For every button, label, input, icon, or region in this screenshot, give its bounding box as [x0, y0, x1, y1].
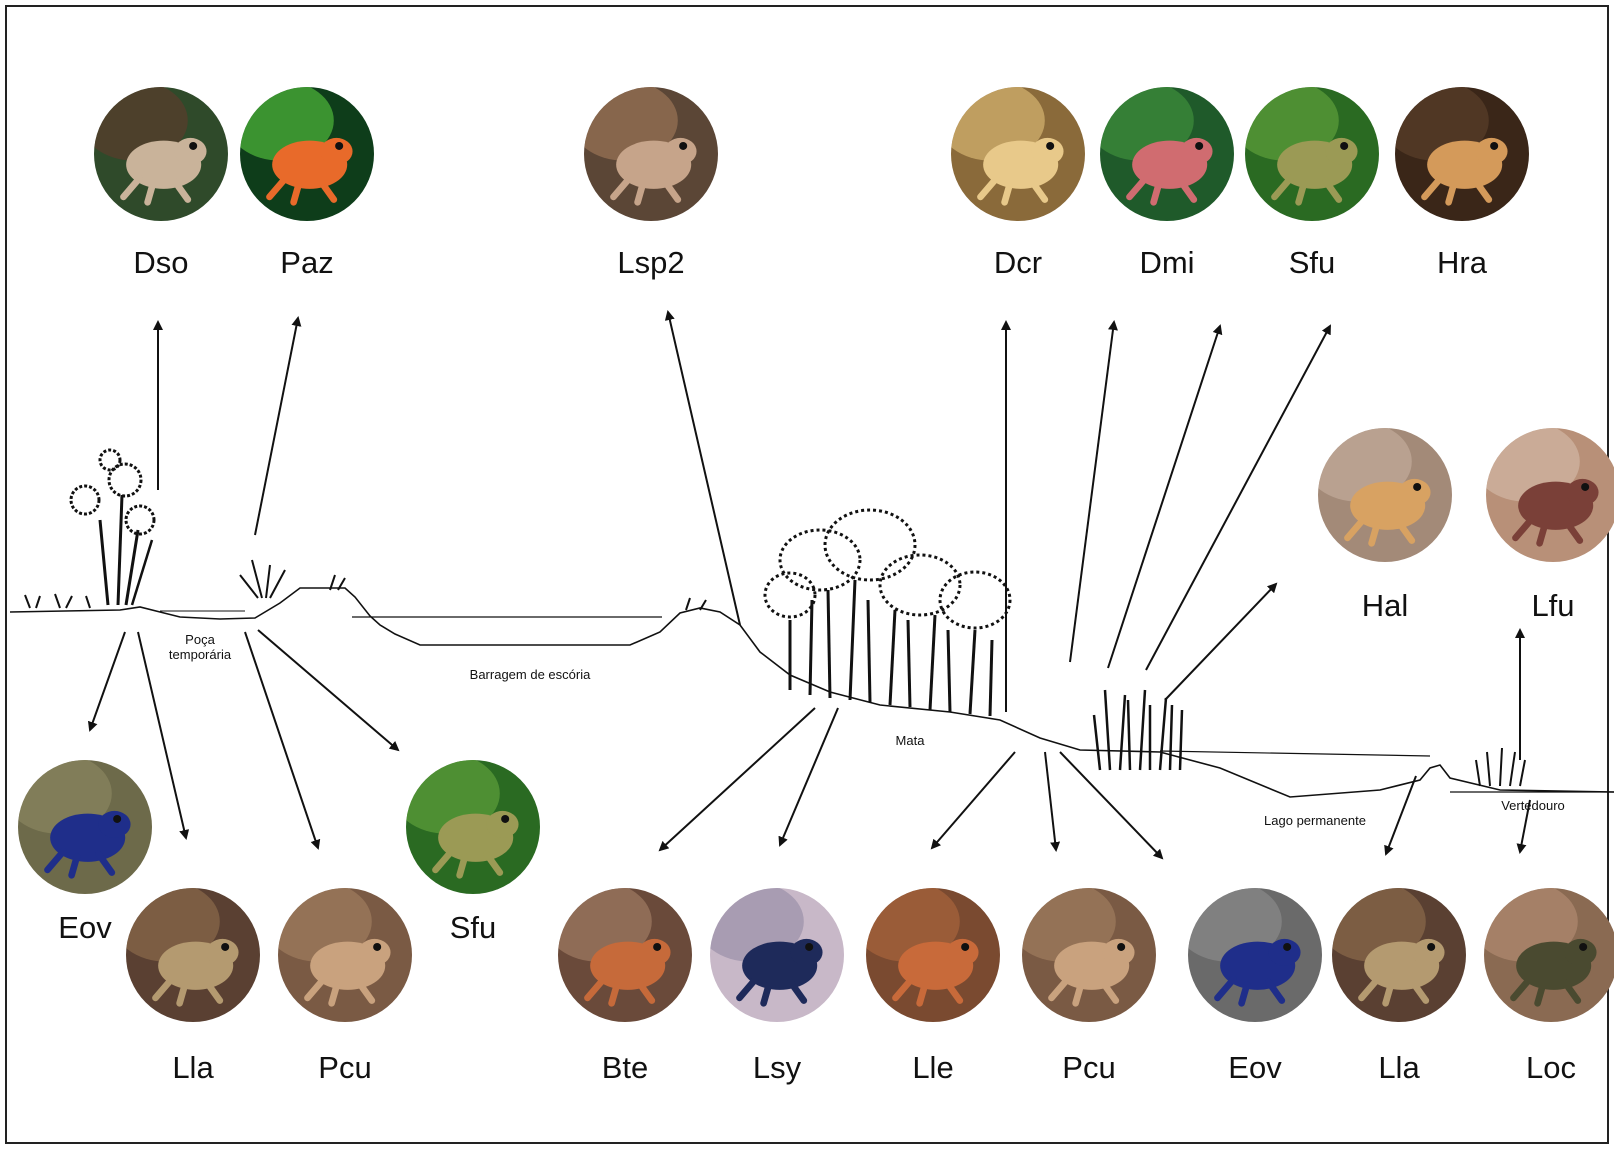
frog-photo-eov1: [18, 760, 152, 894]
reeds: [1094, 690, 1182, 770]
frog-photo-sfu1: [1245, 87, 1379, 221]
frog-photo-bte: [558, 888, 692, 1022]
species-code-lla2: Lla: [1329, 1052, 1469, 1083]
frog-photo-hra: [1395, 87, 1529, 221]
species-code-dso: Dso: [91, 247, 231, 278]
arrow-15: [932, 752, 1015, 848]
frog-photo-lfu: [1486, 428, 1614, 562]
shrubs: [25, 560, 1525, 786]
species-code-lle: Lle: [863, 1052, 1003, 1083]
frog-photo-lsp2: [584, 87, 718, 221]
species-code-lsy: Lsy: [707, 1052, 847, 1083]
species-code-bte: Bte: [555, 1052, 695, 1083]
left-trees: [71, 450, 154, 605]
habitat-label-poca: Poça temporária: [150, 633, 250, 663]
frog-photo-pcu2: [1022, 888, 1156, 1022]
arrow-11: [245, 632, 318, 848]
arrow-1: [255, 318, 298, 535]
species-code-paz: Paz: [237, 247, 377, 278]
arrow-16: [1045, 752, 1056, 850]
frog-photo-lla2: [1332, 888, 1466, 1022]
species-code-sfu2: Sfu: [403, 912, 543, 943]
habitat-label-mata: Mata: [880, 734, 940, 749]
habitat-label-lago: Lago permanente: [1235, 814, 1395, 829]
species-code-pcu2: Pcu: [1019, 1052, 1159, 1083]
frog-photo-dmi: [1100, 87, 1234, 221]
arrow-4: [1070, 322, 1114, 662]
habitat-label-vertedouro: Vertedouro: [1478, 799, 1588, 814]
species-code-lfu: Lfu: [1483, 590, 1614, 621]
frog-photo-lla1: [126, 888, 260, 1022]
frog-photo-eov2: [1188, 888, 1322, 1022]
species-code-dmi: Dmi: [1097, 247, 1237, 278]
species-code-lsp2: Lsp2: [581, 247, 721, 278]
frog-photo-lle: [866, 888, 1000, 1022]
arrow-9: [90, 632, 125, 730]
arrow-5: [1108, 326, 1220, 668]
species-code-dcr: Dcr: [948, 247, 1088, 278]
forest: [765, 510, 1010, 716]
frog-photo-sfu2: [406, 760, 540, 894]
arrows: [90, 312, 1530, 858]
arrow-13: [660, 708, 815, 850]
arrow-14: [780, 708, 838, 845]
species-code-hal: Hal: [1315, 590, 1455, 621]
species-code-lla1: Lla: [123, 1052, 263, 1083]
arrow-6: [1146, 326, 1330, 670]
frog-photo-dcr: [951, 87, 1085, 221]
species-code-eov2: Eov: [1185, 1052, 1325, 1083]
frog-photo-hal: [1318, 428, 1452, 562]
frog-photo-dso: [94, 87, 228, 221]
habitat-label-barragem: Barragem de escória: [430, 668, 630, 683]
frog-photo-pcu1: [278, 888, 412, 1022]
species-code-pcu1: Pcu: [275, 1052, 415, 1083]
species-code-hra: Hra: [1392, 247, 1532, 278]
frog-photo-lsy: [710, 888, 844, 1022]
arrow-2: [668, 312, 740, 625]
species-code-loc: Loc: [1481, 1052, 1614, 1083]
frog-photo-loc: [1484, 888, 1614, 1022]
species-code-sfu1: Sfu: [1242, 247, 1382, 278]
frog-photo-paz: [240, 87, 374, 221]
